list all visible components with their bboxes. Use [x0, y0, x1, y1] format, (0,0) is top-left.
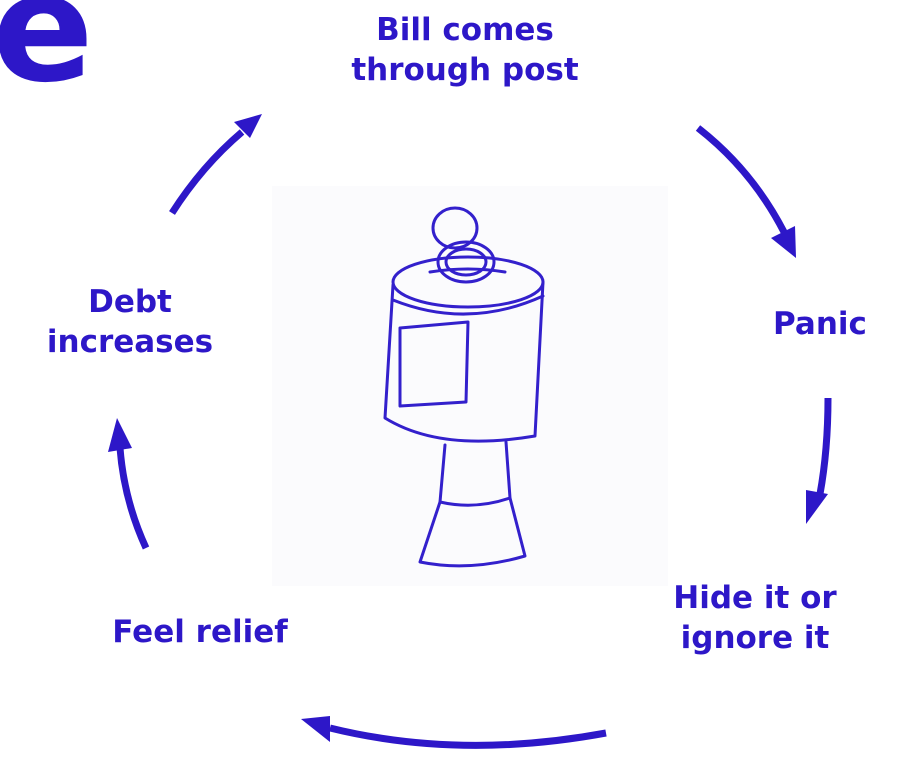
arrow-hide-to-relief — [301, 716, 606, 745]
step-hide-or-ignore: Hide it or ignore it — [630, 578, 880, 658]
illustration-background — [272, 186, 668, 586]
arrow-debt-to-bill — [172, 114, 262, 213]
step-label-line: Debt — [0, 282, 260, 322]
step-debt-increases: Debt increases — [0, 282, 260, 362]
step-feel-relief: Feel relief — [60, 612, 340, 652]
step-bill-comes-through-post: Bill comes through post — [300, 10, 630, 90]
arrow-bill-to-panic — [698, 128, 796, 258]
arrow-relief-to-debt — [108, 418, 146, 548]
arrow-panic-to-hide — [806, 398, 828, 524]
step-label-line: increases — [0, 322, 260, 362]
step-label-line: Hide it or — [630, 578, 880, 618]
collection-tin-illustration — [272, 186, 668, 586]
step-label-line: through post — [300, 50, 630, 90]
step-label-line: ignore it — [630, 618, 880, 658]
step-panic: Panic — [740, 304, 900, 344]
step-label-line: Panic — [740, 304, 900, 344]
step-label-line: Feel relief — [60, 612, 340, 652]
step-label-line: Bill comes — [300, 10, 630, 50]
